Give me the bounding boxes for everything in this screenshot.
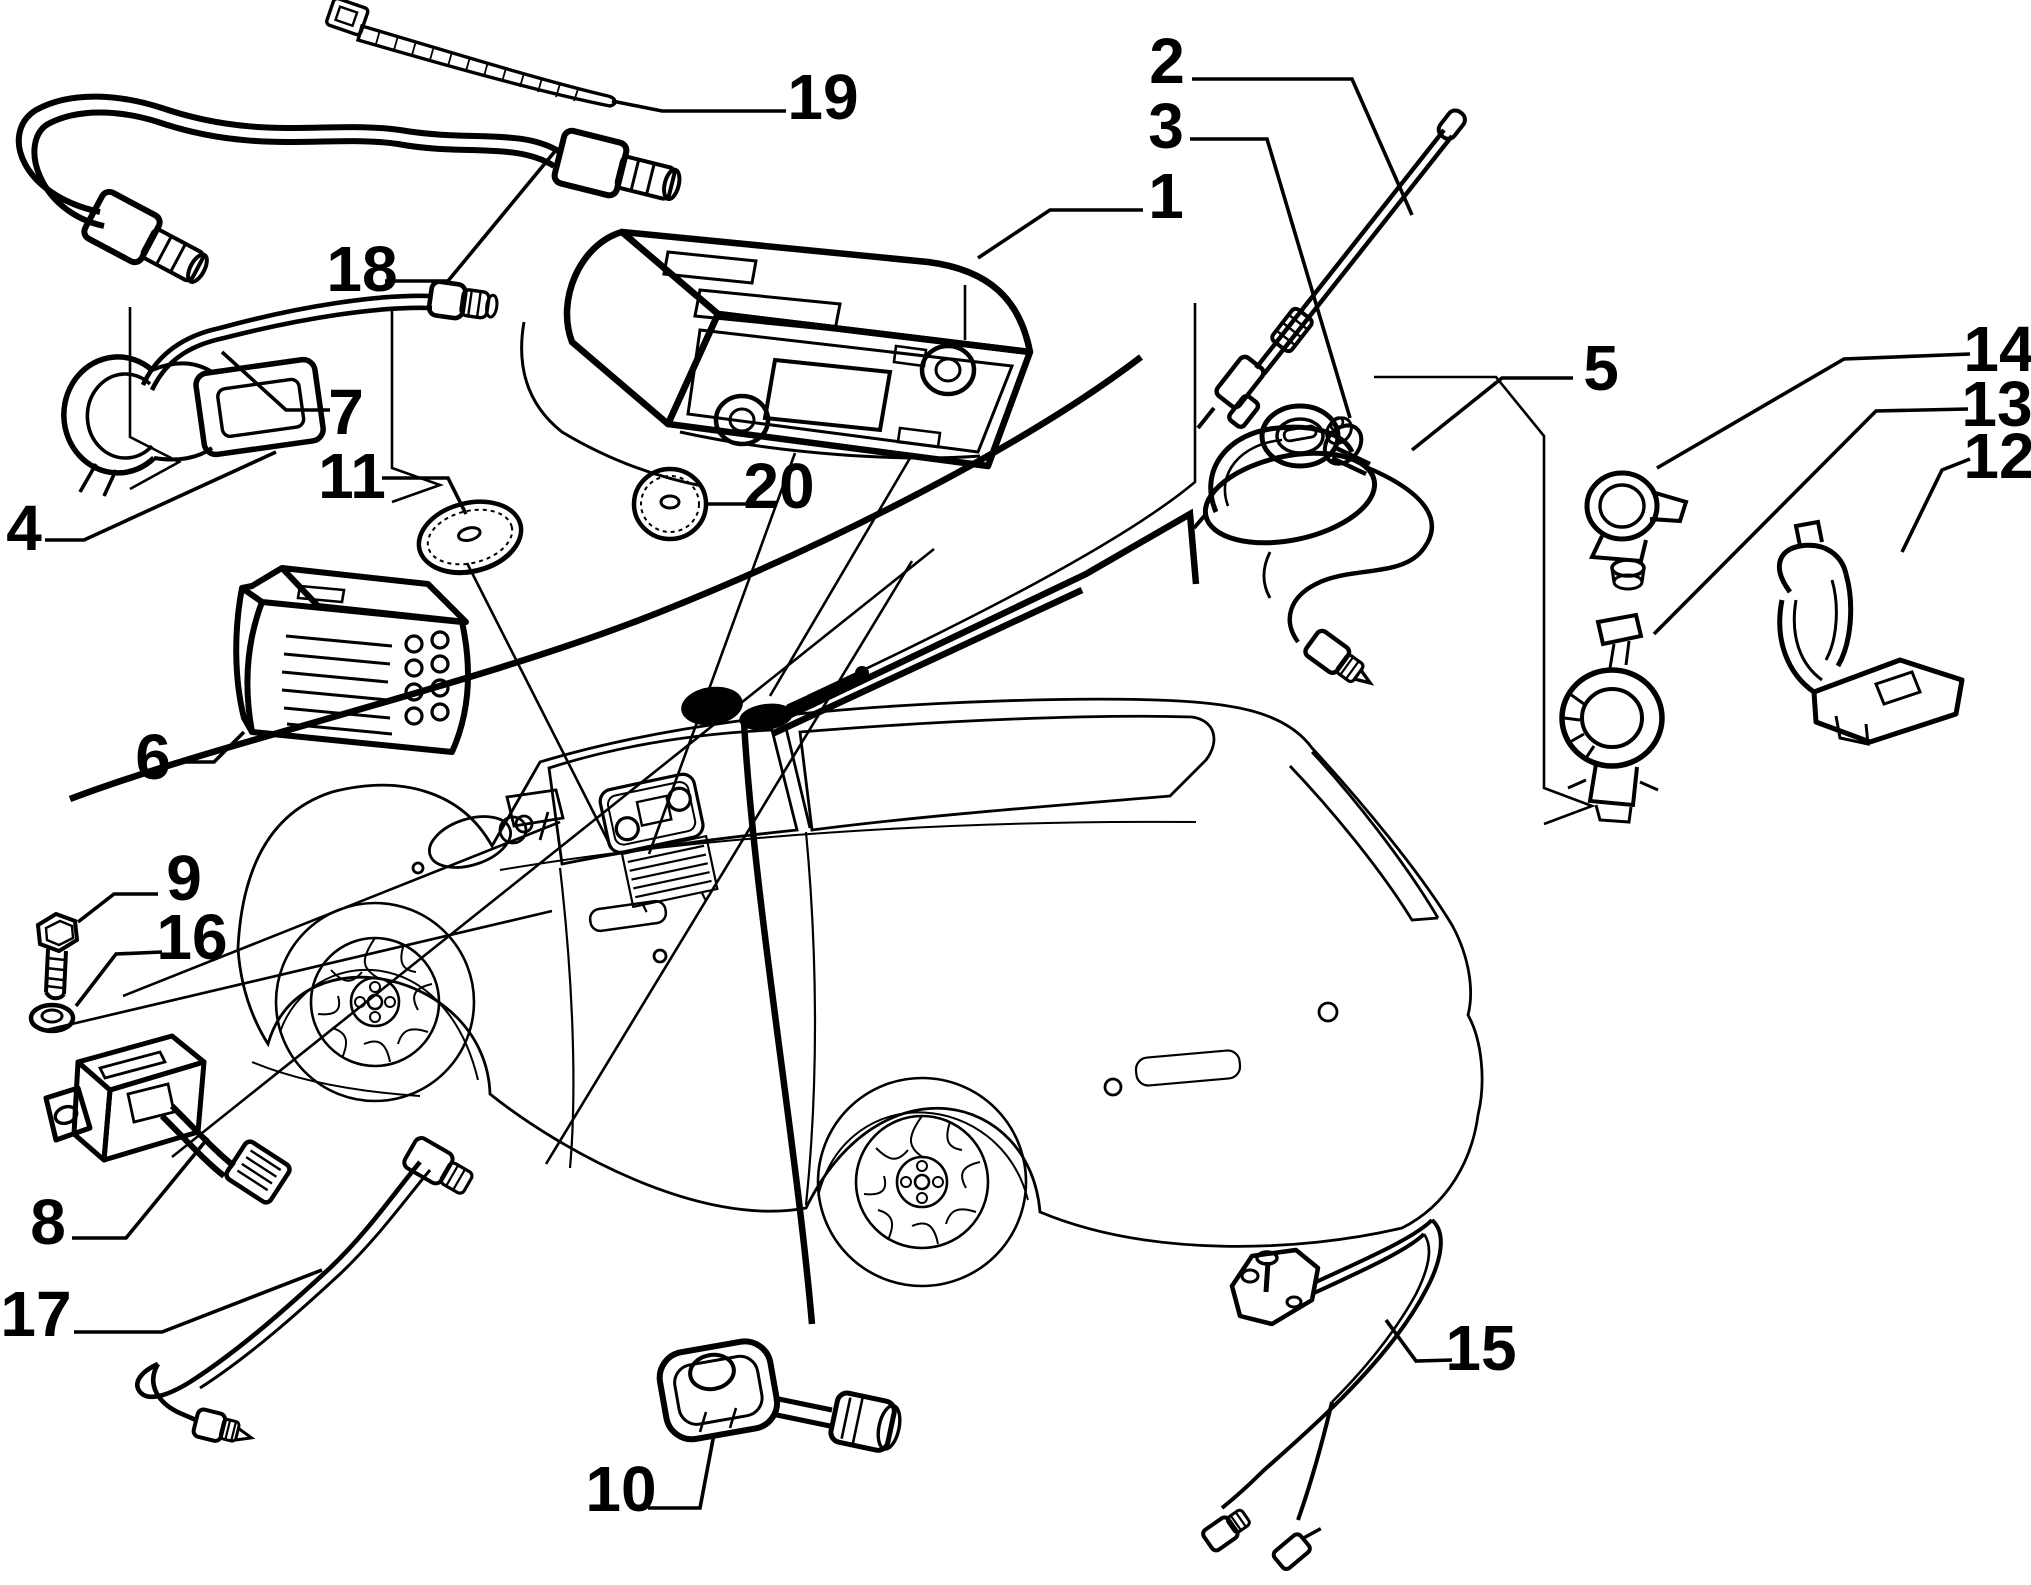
callout-9: 9 xyxy=(166,842,202,914)
part-19-cable-tie xyxy=(325,0,617,108)
headlight xyxy=(428,815,512,869)
leader-1 xyxy=(977,208,1143,260)
callout-17: 17 xyxy=(0,1278,71,1350)
part-1-radio-navigation-unit xyxy=(520,228,1034,488)
part-3-antenna-base xyxy=(1192,416,1378,546)
leader-13 xyxy=(1652,407,1969,636)
callout-6: 6 xyxy=(135,721,171,793)
leader-11 xyxy=(382,476,468,515)
car-outline xyxy=(236,697,1484,1248)
part-5-earth-cable xyxy=(1259,403,1435,686)
part-15-antenna-cable-assembly xyxy=(1201,1218,1443,1571)
part-6-speaker-unit xyxy=(233,565,471,755)
part-12-clip xyxy=(1777,519,1965,746)
part-18-antenna-extension-cable xyxy=(15,93,682,284)
callout-16: 16 xyxy=(156,901,227,973)
callout-3: 3 xyxy=(1148,90,1184,162)
leader-4 xyxy=(45,450,277,542)
leader-lines xyxy=(45,77,1971,1510)
thick-position-lines xyxy=(68,354,1200,1325)
part-13-clip xyxy=(1559,612,1665,824)
callout-labels: 1 2 3 4 5 6 7 8 9 10 11 12 13 14 15 16 1… xyxy=(0,25,2031,1525)
callout-4: 4 xyxy=(6,492,42,564)
leader-19 xyxy=(611,99,786,113)
callout-11: 11 xyxy=(318,440,386,512)
leader-14 xyxy=(1656,352,1971,470)
leader-9 xyxy=(76,892,158,924)
part-7-cable xyxy=(140,279,499,391)
leader-15 xyxy=(1384,1318,1453,1363)
callout-1: 1 xyxy=(1148,160,1184,232)
callout-7: 7 xyxy=(328,376,364,448)
part-10-sensor-key xyxy=(656,1338,902,1453)
callout-5: 5 xyxy=(1583,332,1619,404)
leader-7 xyxy=(220,350,330,412)
front-wheel xyxy=(274,901,476,1103)
callout-18: 18 xyxy=(326,233,397,305)
part-9-bolt xyxy=(35,911,80,1001)
part-2-antenna-mast xyxy=(1196,108,1467,430)
leader-2 xyxy=(1192,77,1414,216)
leader-6 xyxy=(174,730,246,764)
callout-8: 8 xyxy=(30,1186,66,1258)
leader-3 xyxy=(1190,137,1352,419)
leader-18 xyxy=(385,148,558,283)
part-4-cable-clip xyxy=(61,354,326,497)
part-11-adhesive-disc xyxy=(416,499,524,576)
leader-10 xyxy=(648,1433,716,1510)
dashboard-radio xyxy=(598,772,719,913)
callout-20: 20 xyxy=(743,450,814,522)
door-handle xyxy=(588,899,668,933)
roof-antenna-mount-blob xyxy=(681,666,869,731)
callout-2: 2 xyxy=(1149,25,1185,97)
callout-14: 14 xyxy=(1963,313,2031,385)
callout-15: 15 xyxy=(1445,1312,1516,1384)
leader-16 xyxy=(74,950,163,1008)
leader-8 xyxy=(72,1136,210,1240)
callout-13: 13 xyxy=(1961,368,2031,440)
callout-12: 12 xyxy=(1963,420,2031,492)
part-17-antenna-cable xyxy=(135,1136,474,1443)
callout-10: 10 xyxy=(585,1453,656,1525)
part-14-clip xyxy=(1584,470,1689,591)
group-brackets xyxy=(41,285,1596,1165)
part-20-adhesive-disc xyxy=(631,466,709,542)
leader-12 xyxy=(1900,457,1971,553)
leader-17 xyxy=(74,1268,323,1334)
rear-wheel xyxy=(816,1076,1028,1288)
leader-5 xyxy=(1410,376,1573,452)
callout-19: 19 xyxy=(787,61,858,133)
part-16-washer xyxy=(28,1002,76,1034)
part-8-control-module xyxy=(43,1033,292,1205)
